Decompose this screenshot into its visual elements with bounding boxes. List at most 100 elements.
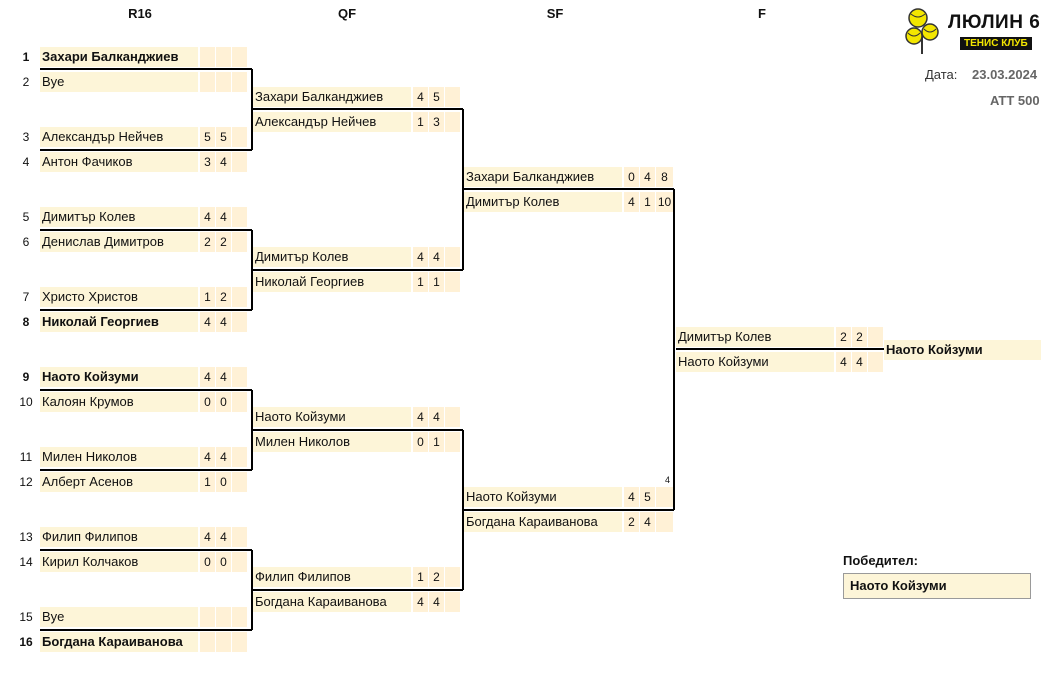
set-score: 1 <box>429 432 444 452</box>
set-score: 5 <box>429 87 444 107</box>
set-score <box>216 607 231 627</box>
set-score: 3 <box>429 112 444 132</box>
player-name: Богдана Караиванова <box>40 632 198 652</box>
set-score: 1 <box>413 272 428 292</box>
set-score: 4 <box>852 352 867 372</box>
set-score: 0 <box>624 167 639 187</box>
set-score: 3 <box>200 152 215 172</box>
set-score: 5 <box>640 487 655 507</box>
player-name: Калоян Крумов <box>40 392 198 412</box>
set-score: 2 <box>200 232 215 252</box>
round-header-f: F <box>758 6 766 21</box>
set-score: 4 <box>624 192 639 212</box>
player-name: Николай Георгиев <box>253 272 411 292</box>
set-score <box>445 87 460 107</box>
player-name: Николай Георгиев <box>40 312 198 332</box>
set-score: 4 <box>216 152 231 172</box>
set-score <box>445 247 460 267</box>
set-score <box>445 592 460 612</box>
set-score: 4 <box>413 592 428 612</box>
set-score <box>868 352 883 372</box>
set-score <box>232 392 247 412</box>
logo-subtitle: ТЕНИС КЛУБ <box>960 37 1032 50</box>
seed-number: 2 <box>22 75 30 89</box>
set-score: 4 <box>413 247 428 267</box>
set-score: 4 <box>413 87 428 107</box>
round-header-qf: QF <box>337 6 357 21</box>
set-score <box>232 367 247 387</box>
seed-number: 9 <box>22 370 30 384</box>
set-score: 4 <box>836 352 851 372</box>
set-score <box>232 447 247 467</box>
player-name: Богдана Караиванова <box>464 512 622 532</box>
set-score <box>232 632 247 652</box>
set-score <box>200 632 215 652</box>
set-score <box>200 72 215 92</box>
player-name: Алберт Асенов <box>40 472 198 492</box>
player-name: Филип Филипов <box>253 567 411 587</box>
player-name: Димитър Колев <box>464 192 622 212</box>
set-score <box>868 327 883 347</box>
champion-name: Наото Койзуми <box>884 340 1041 360</box>
set-score: 4 <box>216 367 231 387</box>
set-score: 1 <box>413 112 428 132</box>
set-score <box>445 112 460 132</box>
player-name: Bye <box>40 72 198 92</box>
set-score <box>445 432 460 452</box>
player-name: Антон Фачиков <box>40 152 198 172</box>
set-score <box>445 272 460 292</box>
seed-number: 5 <box>22 210 30 224</box>
player-name: Наото Койзуми <box>253 407 411 427</box>
set-score <box>445 407 460 427</box>
set-score: 4 <box>216 207 231 227</box>
set-score <box>232 472 247 492</box>
set-score <box>232 232 247 252</box>
player-name: Богдана Караиванова <box>253 592 411 612</box>
date-label: Дата: <box>925 67 958 82</box>
set-score <box>200 607 215 627</box>
logo-title: ЛЮЛИН 6 <box>948 12 1041 33</box>
player-name: Захари Балканджиев <box>253 87 411 107</box>
set-score: 4 <box>640 167 655 187</box>
player-name: Филип Филипов <box>40 527 198 547</box>
club-logo: ЛЮЛИН 6 ТЕНИС КЛУБ <box>904 6 1044 56</box>
set-score: 1 <box>429 272 444 292</box>
set-score <box>216 47 231 67</box>
set-score <box>656 487 673 507</box>
seed-number: 16 <box>19 635 33 649</box>
date-value: 23.03.2024 <box>972 67 1038 82</box>
seed-number: 1 <box>22 50 30 64</box>
set-score: 4 <box>216 312 231 332</box>
set-score <box>216 632 231 652</box>
set-score: 5 <box>216 127 231 147</box>
round-header-sf: SF <box>546 6 564 21</box>
player-name: Bye <box>40 607 198 627</box>
winner-label: Победител: <box>843 553 918 568</box>
set-score <box>232 207 247 227</box>
sf-note: 4 <box>665 475 671 485</box>
player-name: Наото Койзуми <box>676 352 834 372</box>
set-score: 0 <box>216 552 231 572</box>
set-score: 4 <box>624 487 639 507</box>
set-score: 4 <box>216 447 231 467</box>
set-score: 0 <box>200 392 215 412</box>
set-score: 1 <box>413 567 428 587</box>
set-score: 2 <box>429 567 444 587</box>
player-name: Димитър Колев <box>253 247 411 267</box>
player-name: Христо Христов <box>40 287 198 307</box>
set-score: 0 <box>200 552 215 572</box>
player-name: Милен Николов <box>40 447 198 467</box>
player-name: Александър Нейчев <box>253 112 411 132</box>
set-score: 5 <box>200 127 215 147</box>
set-score <box>232 607 247 627</box>
player-name: Милен Николов <box>253 432 411 452</box>
set-score: 10 <box>656 192 673 212</box>
seed-number: 3 <box>22 130 30 144</box>
seed-number: 12 <box>19 475 33 489</box>
seed-number: 8 <box>22 315 30 329</box>
set-score <box>232 72 247 92</box>
set-score: 0 <box>216 472 231 492</box>
seed-number: 7 <box>22 290 30 304</box>
set-score: 2 <box>216 232 231 252</box>
seed-number: 13 <box>19 530 33 544</box>
